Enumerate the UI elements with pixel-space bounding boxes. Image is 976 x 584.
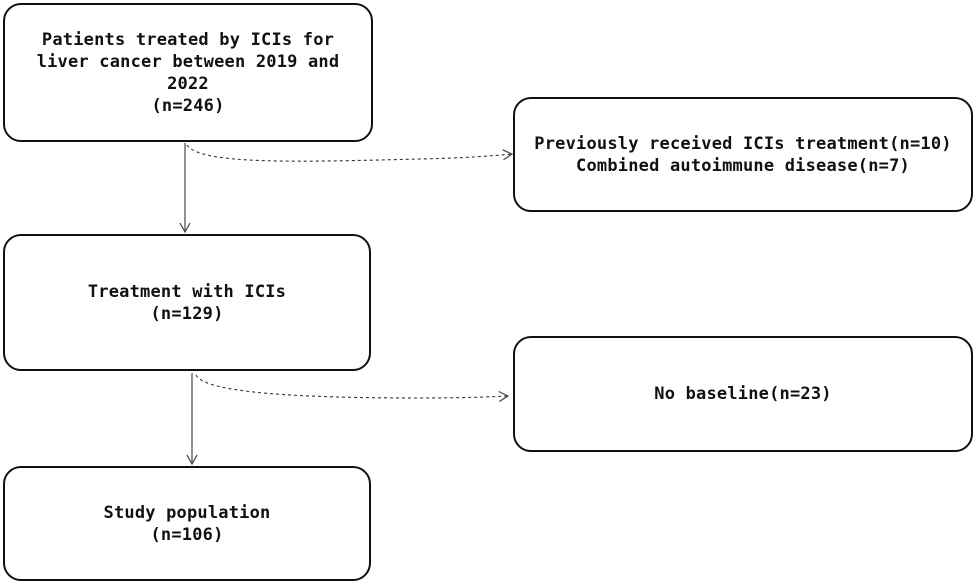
study-population-label: Study population: [103, 502, 271, 523]
exclusion-2-line-1: No baseline(n=23): [654, 384, 832, 404]
arrow-treatment-to-exclusion-2: [195, 374, 510, 402]
patients-line-1: Patients treated by ICIs for: [41, 29, 335, 50]
exclusion-2-box: No baseline(n=23): [513, 336, 973, 452]
treatment-box: Treatment with ICIs (n=129): [3, 234, 371, 371]
study-population-count: (n=106): [150, 524, 224, 545]
treatment-count: (n=129): [150, 303, 224, 324]
patients-count: (n=246): [151, 95, 225, 116]
study-population-box: Study population (n=106): [3, 466, 371, 581]
exclusion-1-box: Previously received ICIs treatment(n=10)…: [513, 97, 973, 212]
exclusion-1-line-2: Combined autoimmune disease(n=7): [576, 155, 910, 176]
patients-box: Patients treated by ICIs for liver cance…: [3, 3, 373, 142]
exclusion-1-line-1: Previously received ICIs treatment(n=10): [534, 133, 952, 154]
treatment-label: Treatment with ICIs: [87, 281, 287, 302]
patients-line-3: 2022: [167, 73, 209, 94]
arrow-patients-to-exclusion-1: [186, 144, 514, 162]
patients-line-2: liver cancer between 2019 and: [36, 51, 340, 72]
